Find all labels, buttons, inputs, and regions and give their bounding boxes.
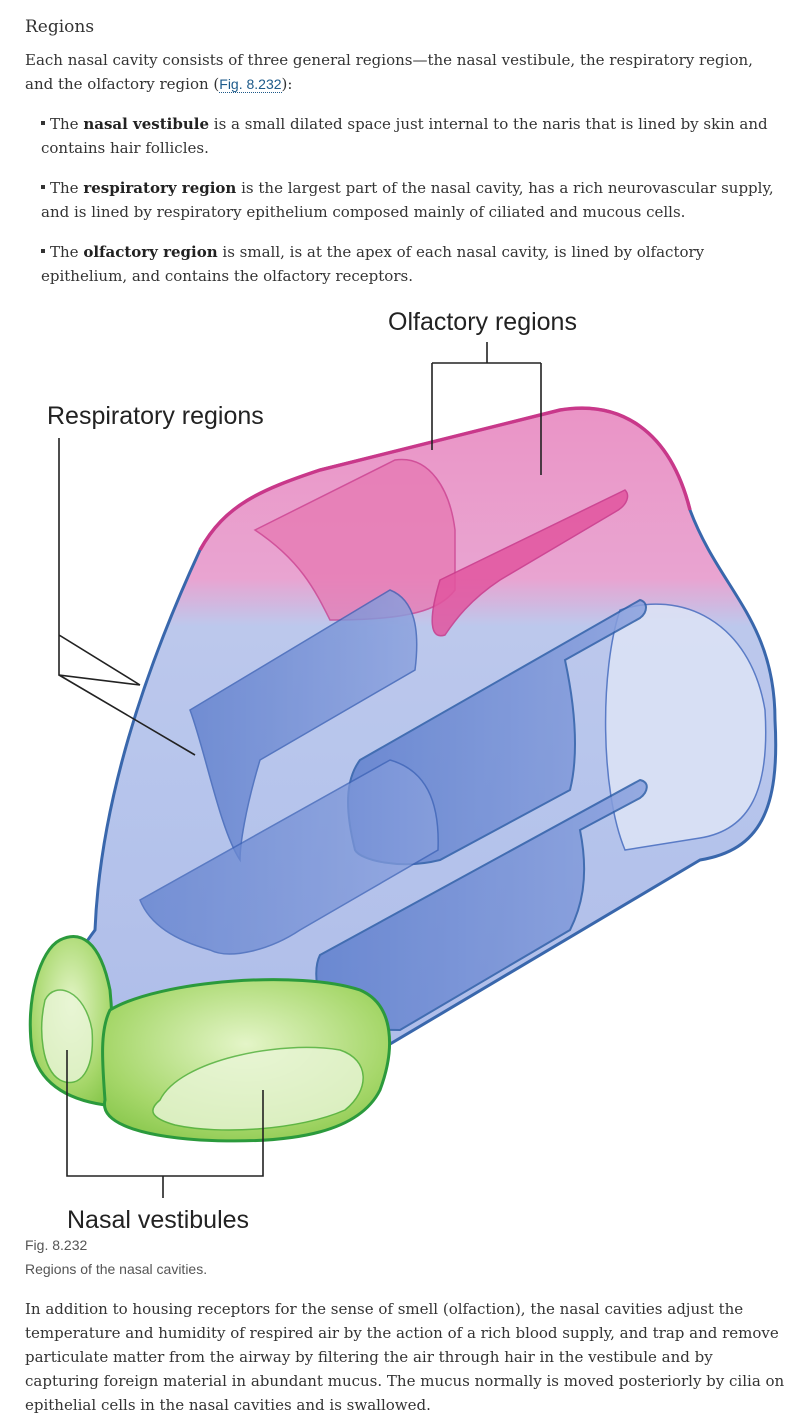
intro-text-before: Each nasal cavity consists of three gene… xyxy=(25,51,753,93)
bullet-mark xyxy=(41,249,45,253)
section-heading: Regions xyxy=(25,17,95,37)
superior-concha xyxy=(189,589,418,863)
bullet-nasal-vestibule: The nasal vestibule is a small dilated s… xyxy=(41,115,768,157)
figure-nasal-regions: Olfactory regions Respiratory regions Na… xyxy=(0,290,810,1240)
term-olfactory-region: olfactory region xyxy=(83,243,218,261)
nasal-cavity-illustration: Olfactory regions Respiratory regions Na… xyxy=(28,308,778,1234)
olfactory-upper-fin xyxy=(253,458,456,621)
term-respiratory-region: respiratory region xyxy=(83,179,237,197)
label-nasal-vestibules: Nasal vestibules xyxy=(67,1206,249,1234)
intro-text-after: ): xyxy=(281,75,293,93)
bullet-olfactory-region: The olfactory region is small, is at the… xyxy=(41,243,705,285)
label-respiratory-regions: Respiratory regions xyxy=(47,402,264,430)
leader-olfactory-regions xyxy=(431,342,542,475)
lower-middle-concha xyxy=(139,759,439,955)
olfactory-top-outline xyxy=(198,406,692,551)
bullet-mark xyxy=(41,121,45,125)
intro-paragraph: Each nasal cavity consists of three gene… xyxy=(25,48,785,96)
bullet-mark xyxy=(41,185,45,189)
figure-caption: Regions of the nasal cavities. xyxy=(25,1261,208,1277)
closing-paragraph: In addition to housing receptors for the… xyxy=(25,1300,785,1414)
figure-number: Fig. 8.232 xyxy=(25,1237,88,1253)
left-vestibule-inner xyxy=(41,989,94,1084)
bullet-respiratory-region: The respiratory region is the largest pa… xyxy=(41,179,774,221)
right-vestibule-inner xyxy=(152,1046,364,1131)
leader-respiratory-regions xyxy=(58,438,196,756)
term-nasal-vestibule: nasal vestibule xyxy=(83,115,209,133)
olfactory-lower-fin xyxy=(431,489,629,637)
leader-nasal-vestibules xyxy=(66,1050,264,1198)
figure-reference-link[interactable]: Fig. 8.232 xyxy=(219,76,282,93)
label-olfactory-regions: Olfactory regions xyxy=(388,308,577,336)
